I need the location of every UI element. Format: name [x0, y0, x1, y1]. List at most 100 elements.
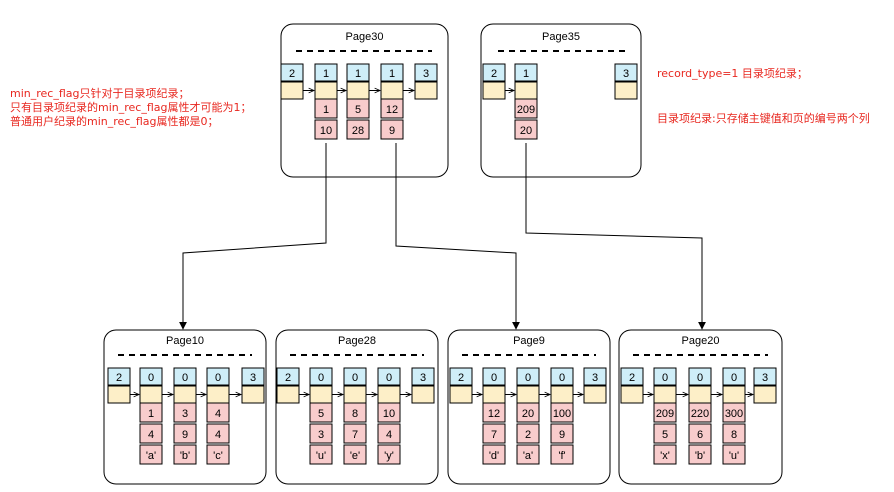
record-body-cell [206, 385, 230, 404]
record-data-value: 'f' [558, 450, 565, 462]
page-title: Page30 [346, 31, 384, 43]
record-body-cell [516, 385, 540, 404]
record-data-value: 'e' [350, 450, 360, 462]
record-body-cell [722, 385, 746, 404]
record-header-cell [482, 367, 506, 386]
note-line: 普通用户纪录的min_rec_flag属性都是0； [10, 115, 219, 128]
record-data-cell [482, 444, 506, 465]
record-data-value: 3 [182, 408, 188, 420]
record-header-value: 0 [182, 372, 188, 384]
record-data-value: 209 [656, 408, 674, 420]
record-body-cell [620, 385, 644, 404]
record-header-value: 0 [731, 372, 737, 384]
record-header-value: 0 [318, 372, 324, 384]
record-header-value: 1 [523, 68, 529, 80]
record-data-value: 9 [389, 125, 395, 137]
record-header-cell [343, 367, 367, 386]
record-header-cell [583, 367, 607, 386]
record-body-cell [583, 385, 607, 404]
record-body-cell [614, 81, 638, 100]
record-data-cell [514, 119, 538, 140]
record-data-value: 10 [383, 408, 395, 420]
record-data-value: 9 [182, 429, 188, 441]
record-header-value: 2 [289, 68, 295, 80]
record-header-cell [411, 367, 435, 386]
record-data-cell [482, 402, 506, 423]
record-header-cell [722, 367, 746, 386]
record-data-value: 100 [553, 408, 571, 420]
link-page35-to-page20 [525, 143, 706, 330]
record-data-cell [653, 402, 677, 423]
record-data-cell [173, 444, 197, 465]
record-data-value: 'd' [489, 450, 499, 462]
record-header-value: 2 [116, 372, 122, 384]
link-page30-to-page10 [179, 143, 327, 330]
record-data-value: 10 [320, 125, 332, 137]
record-data-cell [722, 423, 746, 444]
record-header-value: 2 [285, 372, 291, 384]
record-data-cell [688, 423, 712, 444]
record-data-cell [206, 444, 230, 465]
record-data-value: 'u' [316, 450, 326, 462]
record-data-value: 1 [323, 104, 329, 116]
record-header-cell [653, 367, 677, 386]
record-data-value: 'a' [523, 450, 533, 462]
record-data-cell [550, 444, 574, 465]
record-data-cell [550, 423, 574, 444]
record-data-cell [688, 444, 712, 465]
page-title: Page35 [542, 31, 580, 43]
record-body-cell [380, 81, 404, 100]
record-header-value: 3 [420, 372, 426, 384]
record-body-cell [482, 385, 506, 404]
record-data-cell [309, 402, 333, 423]
record-header-cell [449, 367, 473, 386]
record-data-cell [139, 423, 163, 444]
record-data-value: 28 [352, 125, 364, 137]
record-data-value: 5 [662, 429, 668, 441]
record-data-value: 20 [520, 125, 532, 137]
record-data-value: 8 [731, 429, 737, 441]
record-body-cell [414, 81, 438, 100]
record-data-value: 5 [318, 408, 324, 420]
record-header-cell [482, 63, 506, 82]
record-data-value: 300 [725, 408, 743, 420]
record-data-value: 'y' [384, 450, 394, 462]
record-header-cell [753, 367, 777, 386]
record-header-value: 0 [215, 372, 221, 384]
record-body-cell [411, 385, 435, 404]
record-data-cell [206, 402, 230, 423]
page-title: Page28 [338, 335, 376, 347]
record-data-value: 3 [318, 429, 324, 441]
record-header-value: 0 [386, 372, 392, 384]
record-data-cell [139, 402, 163, 423]
record-data-cell [516, 423, 540, 444]
record-body-cell [377, 385, 401, 404]
record-body-cell [688, 385, 712, 404]
record-header-cell [414, 63, 438, 82]
record-header-value: 0 [697, 372, 703, 384]
record-header-cell [550, 367, 574, 386]
record-header-value: 0 [662, 372, 668, 384]
record-data-value: 7 [352, 429, 358, 441]
record-header-value: 0 [148, 372, 154, 384]
record-header-cell [206, 367, 230, 386]
record-data-value: 8 [352, 408, 358, 420]
record-type-note: record_type=1 目录项纪录； [657, 67, 808, 80]
record-header-value: 1 [355, 68, 361, 80]
record-header-cell [309, 367, 333, 386]
record-data-cell [516, 444, 540, 465]
record-data-cell [173, 402, 197, 423]
page-title: Page9 [513, 335, 545, 347]
record-header-cell [314, 63, 338, 82]
record-data-cell [343, 444, 367, 465]
record-header-value: 2 [491, 68, 497, 80]
record-data-value: 6 [697, 429, 703, 441]
record-data-value: 2 [525, 429, 531, 441]
record-data-value: 220 [691, 408, 709, 420]
record-header-cell [107, 367, 131, 386]
min-rec-flag-note: min_rec_flag只针对于目录项纪录； 只有目录项纪录的min_rec_f… [10, 87, 252, 129]
record-data-cell [343, 423, 367, 444]
record-header-value: 3 [423, 68, 429, 80]
